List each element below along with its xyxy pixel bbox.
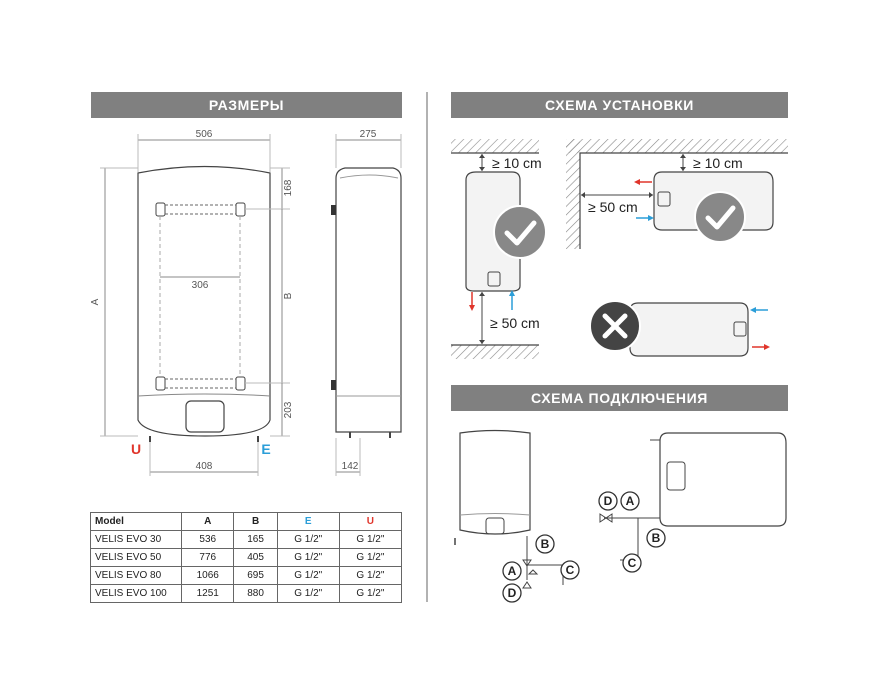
- conn-left-d: D: [508, 586, 517, 600]
- cell-a: 1066: [180, 566, 235, 585]
- conn-left-c: C: [566, 563, 575, 577]
- cell-b: 880: [233, 584, 278, 603]
- header-connection: СХЕМА ПОДКЛЮЧЕНИЯ: [451, 385, 788, 411]
- cell-model: VELIS EVO 50: [90, 548, 182, 567]
- install-vertical: ≥ 10 cm ≥ 50 cm: [451, 139, 547, 359]
- cell-model: VELIS EVO 80: [90, 566, 182, 585]
- dim-width-top: 506: [196, 129, 213, 140]
- install-forbidden: [589, 300, 770, 357]
- cell-u: G 1/2": [338, 548, 403, 567]
- cell-e: G 1/2": [276, 548, 340, 567]
- cell-e: G 1/2": [276, 584, 340, 603]
- spec-table-header: Model A B E U: [90, 512, 403, 531]
- side-view: 275 142: [331, 129, 402, 476]
- dim-inner-width: 306: [192, 280, 209, 291]
- label-u-hot: U: [131, 441, 141, 457]
- col-b: B: [233, 512, 278, 531]
- connection-right: D A B C: [598, 432, 787, 573]
- cell-model: VELIS EVO 100: [90, 584, 182, 603]
- table-row: VELIS EVO 50 776 405 G 1/2" G 1/2": [90, 548, 403, 567]
- cell-u: G 1/2": [338, 530, 403, 549]
- cell-u: G 1/2": [338, 566, 403, 585]
- label-e-cold: E: [261, 441, 270, 457]
- install-horizontal: ≥ 10 cm ≥ 50 cm: [566, 139, 788, 249]
- dim-bottom-depth: 142: [342, 461, 359, 472]
- col-a: A: [180, 512, 235, 531]
- cell-a: 776: [180, 548, 235, 567]
- conn-right-a: A: [626, 494, 635, 508]
- cell-a: 536: [180, 530, 235, 549]
- table-row: VELIS EVO 80 1066 695 G 1/2" G 1/2": [90, 566, 403, 585]
- dim-top-offset: 168: [283, 179, 294, 196]
- conn-left-b: B: [541, 537, 550, 551]
- cell-u: G 1/2": [338, 584, 403, 603]
- spec-table: Model A B E U VELIS EVO 30 536 165 G 1/2…: [90, 512, 403, 603]
- dim-bottom-offset: 203: [283, 401, 294, 418]
- clearance-horizontal-side: ≥ 50 cm: [588, 199, 638, 215]
- cell-b: 695: [233, 566, 278, 585]
- cell-b: 405: [233, 548, 278, 567]
- conn-right-c: C: [628, 556, 637, 570]
- table-row: VELIS EVO 100 1251 880 G 1/2" G 1/2": [90, 584, 403, 603]
- cell-a: 1251: [180, 584, 235, 603]
- dim-depth-top: 275: [360, 129, 377, 140]
- cell-model: VELIS EVO 30: [90, 530, 182, 549]
- connection-left: B A D C: [454, 429, 580, 603]
- clearance-vertical-top: ≥ 10 cm: [492, 155, 542, 171]
- front-view: [137, 165, 271, 442]
- dim-label-a: A: [90, 298, 101, 305]
- conn-left-a: A: [508, 564, 517, 578]
- table-row: VELIS EVO 30 536 165 G 1/2" G 1/2": [90, 530, 403, 549]
- clearance-vertical-bottom: ≥ 50 cm: [490, 315, 540, 331]
- cell-e: G 1/2": [276, 566, 340, 585]
- col-e: E: [276, 512, 340, 531]
- dim-label-b: B: [283, 292, 294, 299]
- clearance-horizontal-top: ≥ 10 cm: [693, 155, 743, 171]
- col-model: Model: [90, 512, 182, 531]
- cell-e: G 1/2": [276, 530, 340, 549]
- cell-b: 165: [233, 530, 278, 549]
- conn-right-b: B: [652, 531, 661, 545]
- front-dimensions: 506 306 A 168 B 203 408 U E: [90, 129, 294, 476]
- conn-right-d: D: [604, 494, 613, 508]
- col-u: U: [338, 512, 403, 531]
- header-installation: СХЕМА УСТАНОВКИ: [451, 92, 788, 118]
- dim-bottom-width: 408: [196, 461, 213, 472]
- header-dimensions: РАЗМЕРЫ: [91, 92, 402, 118]
